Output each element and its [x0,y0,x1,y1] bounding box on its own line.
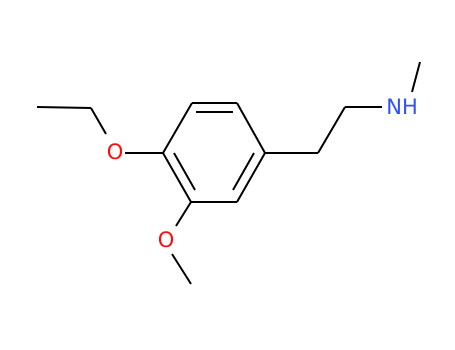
oxygen-ethoxy-label: O [107,140,124,164]
nitrogen-amine-label: NH [386,95,418,119]
oxygen-methoxy-label: O [158,228,175,252]
bond-ring-c4-c5 [236,152,266,203]
bond-methoxy-o-ch3 [171,253,192,285]
bond-ch2-ch2 [317,106,346,154]
bond-n-ch3 [411,61,421,93]
bond-ring-o-methoxy [175,201,192,227]
bond-ring-inner-left [173,152,196,191]
bond-ethyl-ch2-o [90,107,107,135]
bonds [36,61,421,285]
bond-ring-c3-c4 [236,102,266,154]
bond-ethyl-ch3-ch2 [36,106,92,109]
bond-ring-c1-c2 [162,102,193,154]
bond-ring-c6-c1 [162,152,192,203]
bond-ring-inner-right [232,152,255,191]
atom-labels: O O NH [107,95,418,252]
